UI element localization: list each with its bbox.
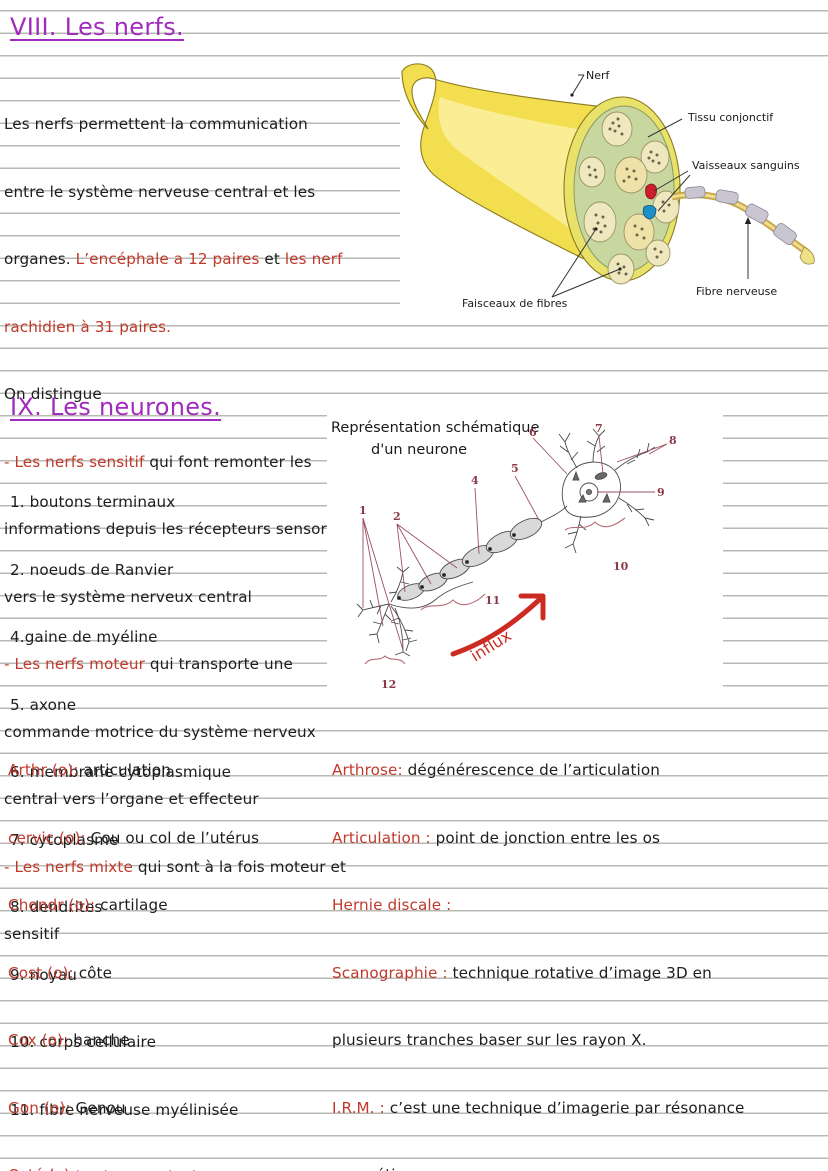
callout-9: 9 (657, 486, 665, 499)
list-item: 5. axone (10, 695, 77, 714)
nerfs-line: entre le système nerveuse central et les (4, 182, 316, 201)
neuron-schematic-figure: Représentation schématique d'un neurone (327, 414, 723, 702)
brace-10 (564, 517, 626, 531)
callout-2: 2 (393, 510, 401, 523)
vocab-row: I.R.M. : c’est une technique d’imagerie … (332, 1098, 745, 1117)
neuron-parts-list: 1. boutons terminaux 2. noeuds de Ranvie… (10, 446, 320, 1171)
list-item: 12.arborisation terminale (10, 1166, 320, 1171)
callout-4: 4 (471, 474, 479, 487)
nerfs-line: - Les nerfs sensitif qui font remonter l… (4, 452, 312, 471)
callout-12: 12 (381, 678, 396, 691)
nerfs-line: commande motrice du système nerveux (4, 722, 316, 741)
callout-7: 7 (595, 422, 603, 435)
vocab-row: Arthrose: dégénérescence de l’articulati… (332, 761, 660, 779)
nerfs-line: - Les nerfs moteur qui transporte une (4, 655, 293, 673)
terminal-arborization (356, 566, 418, 657)
vocab-row: Articulation : point de jonction entre l… (332, 828, 660, 847)
vein-icon (642, 205, 657, 220)
nerve-diagram-svg: Nerf Tissu conjonctif Vaisseaux sanguins… (400, 57, 828, 315)
vocab-row: plusieurs tranches baser sur les rayon X… (332, 1031, 647, 1049)
vocab-row: Cost (o): côte (8, 963, 113, 982)
vocab-row: Gon (o): Genou (8, 1098, 126, 1117)
list-item: 10. corps cellulaire (10, 1033, 157, 1051)
vocab-row: magnétique. (332, 1164, 824, 1171)
nerfs-line: On distingue (4, 385, 102, 403)
label-nerf: Nerf (586, 69, 611, 82)
label-faisceaux-de-fibres: Faisceaux de fibres (462, 297, 568, 310)
nerve-sheath-highlight (438, 97, 593, 233)
list-item: 11. fibre nerveuse myélinisée (10, 1100, 239, 1119)
nerfs-line: - Les nerfs mixte qui sont à la fois mot… (4, 857, 347, 876)
nerfs-line: sensitif (4, 925, 60, 943)
label-fibre-nerveuse: Fibre nerveuse (696, 285, 777, 298)
vocab-row: Cox (o): hanche (8, 1031, 130, 1049)
nerfs-line: rachidien à 31 paires. (4, 317, 172, 336)
brace-12 (364, 655, 406, 665)
callout-5: 5 (511, 462, 519, 475)
list-item: 1. boutons terminaux (10, 493, 176, 511)
vocab-row: Osté (o): os (8, 1164, 328, 1171)
label-vaisseaux-sanguins: Vaisseaux sanguins (692, 159, 800, 172)
nerfs-line: Les nerfs permettent la communication (4, 115, 308, 133)
callout-11: 11 (485, 594, 500, 607)
vocab-row: cervic (o): Cou ou col de l’utérus (8, 828, 260, 847)
vocab-row: Arthr (o): articulation (8, 761, 171, 779)
callout-leaders (362, 435, 668, 651)
nerfs-line: organes. L’encéphale a 12 paires et les … (4, 250, 343, 268)
nerve-cross-section-figure: Nerf Tissu conjonctif Vaisseaux sanguins… (400, 57, 828, 315)
list-item: 6. membrane cytoplasmique (10, 763, 232, 781)
neuron-figure-title-2: d'un neurone (371, 442, 467, 458)
neuron-diagram-svg: Représentation schématique d'un neurone (327, 414, 723, 702)
section-heading-nerfs: VIII. Les nerfs. (10, 13, 184, 41)
influx-arrow (450, 593, 546, 657)
nerfs-line: central vers l’organe et effecteur (4, 790, 259, 808)
vocabulary-roots-column: Arthr (o): articulation cervic (o): Cou … (8, 714, 328, 1171)
vocab-row: Hernie discale : (332, 896, 452, 914)
list-item: 4.gaine de myéline (10, 628, 158, 646)
list-item: 8. dendrites (10, 898, 103, 916)
vocab-row: Scanographie : technique rotative d’imag… (332, 963, 712, 982)
fascicle-group (578, 111, 680, 285)
list-item: 2. noeuds de Ranvier (10, 560, 174, 579)
neuron-figure-title-1: Représentation schématique (331, 420, 539, 436)
label-tissu-conjonctif: Tissu conjonctif (687, 111, 774, 124)
vocab-row: Chondr (o): cartilage (8, 896, 168, 914)
artery-icon (645, 183, 657, 200)
nerfs-paragraph: Les nerfs permettent la communication en… (4, 68, 404, 991)
nerfs-line: vers le système nerveux central (4, 587, 252, 606)
callout-8: 8 (669, 434, 677, 447)
callout-1: 1 (359, 504, 367, 517)
brace-11 (420, 593, 486, 611)
section-heading-neurones: IX. Les neurones. (10, 393, 222, 421)
list-item: 9. noyau (10, 965, 77, 984)
list-item: 7. cytoplasme (10, 830, 119, 849)
callout-10: 10 (613, 560, 629, 573)
vocabulary-terms-column: Arthrose: dégénérescence de l’articulati… (332, 714, 824, 1171)
callout-6: 6 (529, 426, 537, 439)
nerve-fiber (671, 186, 815, 265)
axon-myelin (388, 505, 568, 609)
soma (561, 461, 621, 518)
